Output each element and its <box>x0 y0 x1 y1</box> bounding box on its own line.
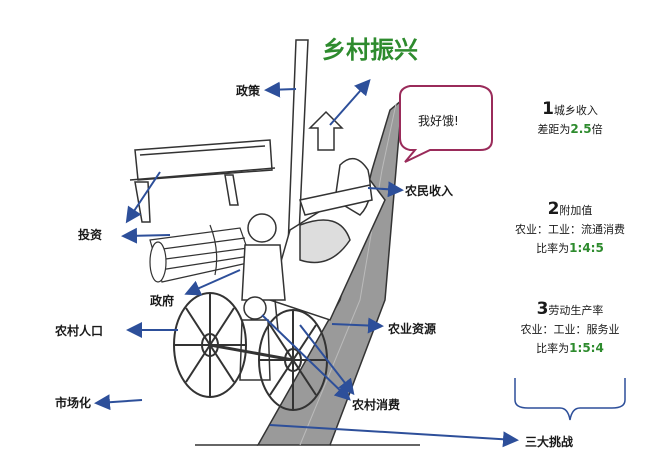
stat-title: 劳动生产率 <box>548 304 604 317</box>
trough <box>129 139 276 223</box>
arrow-marketization <box>94 394 143 411</box>
stat-value: 1:4:5 <box>569 241 604 255</box>
arrow-investment-1 <box>125 171 161 224</box>
stat-text: 比率为 <box>536 242 570 255</box>
label-agri-resources: 农业资源 <box>388 322 437 336</box>
stat-number: 3 <box>536 299 549 319</box>
stat-title: 附加值 <box>559 204 593 217</box>
arrow-rural-consumption-2 <box>299 324 355 396</box>
label-government: 政府 <box>150 294 175 308</box>
arrow-three-challenges <box>269 424 519 448</box>
label-rural-consumption: 农村消费 <box>352 398 401 412</box>
stat-text: 差距为 <box>537 123 571 136</box>
challenges-brace <box>514 378 626 421</box>
stat-number: 2 <box>547 199 560 219</box>
arrow-agri-resources <box>331 317 384 334</box>
log-bundle <box>149 224 253 283</box>
arrow-government <box>184 269 241 296</box>
arrow-farmer-income <box>367 181 404 198</box>
speech-bubble <box>399 85 493 163</box>
stat-text: 农业：工业：服务业 <box>520 323 620 336</box>
cart-body <box>269 157 386 321</box>
arrow-policy <box>264 81 297 98</box>
stat-text: 倍 <box>591 123 603 136</box>
stat-income-gap: 1城乡收入 差距为2.5倍 <box>520 100 620 139</box>
child-figure <box>239 296 271 381</box>
page-title: 乡村振兴 <box>322 36 418 64</box>
stat-value: 1:5:4 <box>569 341 604 355</box>
label-investment: 投资 <box>78 228 103 242</box>
stat-number: 1 <box>542 99 554 119</box>
arrow-investment-2 <box>121 227 171 244</box>
stat-text: 农业：工业：流通消费 <box>515 223 625 236</box>
stat-added-value: 2附加值 农业：工业：流通消费 比率为1:4:5 <box>505 200 635 258</box>
label-rural-population: 农村人口 <box>55 324 104 338</box>
arrow-rural-revitalization <box>329 79 371 126</box>
stat-title: 城乡收入 <box>553 104 598 117</box>
stat-text: 比率为 <box>536 342 570 355</box>
stat-productivity: 3劳动生产率 农业：工业：服务业 比率为1:5:4 <box>505 300 635 358</box>
speech-bubble-text: 我好饿! <box>418 114 459 128</box>
label-marketization: 市场化 <box>55 396 92 410</box>
label-three-challenges: 三大挑战 <box>525 435 574 449</box>
label-policy: 政策 <box>236 84 261 98</box>
arrow-rural-consumption-1 <box>261 314 351 401</box>
stat-value: 2.5 <box>570 122 592 136</box>
label-farmer-income: 农民收入 <box>405 184 454 198</box>
